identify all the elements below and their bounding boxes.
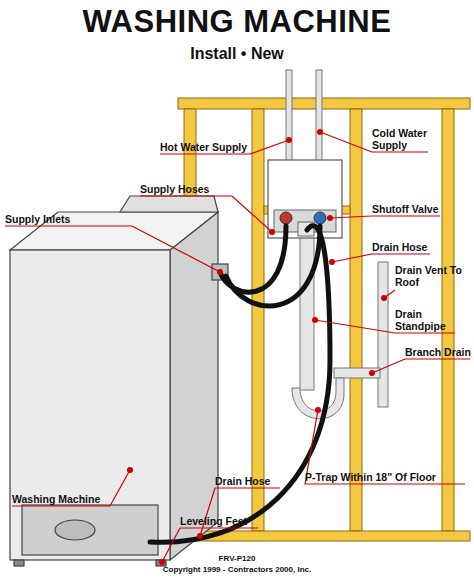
callout-label: Drain Vent To Roof: [395, 264, 465, 288]
callout-label: Branch Drain: [405, 346, 471, 358]
footer-note: FRV-P120: [0, 553, 474, 564]
callout-label: Leveling Feet: [180, 515, 247, 527]
washing-machine-drawing: [10, 196, 228, 566]
valve-box: [268, 160, 342, 238]
hoses: [150, 226, 330, 543]
callout-label: Drain Hose: [215, 475, 270, 487]
wall-framing: [178, 98, 470, 541]
callout-label: Supply Inlets: [5, 213, 70, 225]
leader-lines: [5, 132, 470, 562]
subtitle: Install • New: [0, 44, 474, 63]
diagram-title: WASHING MACHINE: [0, 4, 474, 40]
callout-label: P-Trap Within 18" Of Floor: [305, 471, 436, 483]
callout-label: Drain Hose: [372, 241, 427, 253]
callout-label: Drain Standpipe: [395, 308, 457, 332]
callout-label: Shutoff Valve: [372, 203, 439, 215]
callout-label: Washing Machine: [12, 493, 100, 505]
callout-label: Supply Hoses: [140, 183, 209, 195]
drain-piping: [292, 228, 388, 419]
footer-note: Copyright 1999 - Contractors 2000, Inc.: [0, 564, 474, 575]
callout-label: Hot Water Supply: [160, 141, 247, 153]
leader-dots: [127, 129, 387, 565]
callout-label: Cold Water Supply: [372, 127, 428, 151]
supply-pipes: [286, 70, 322, 165]
